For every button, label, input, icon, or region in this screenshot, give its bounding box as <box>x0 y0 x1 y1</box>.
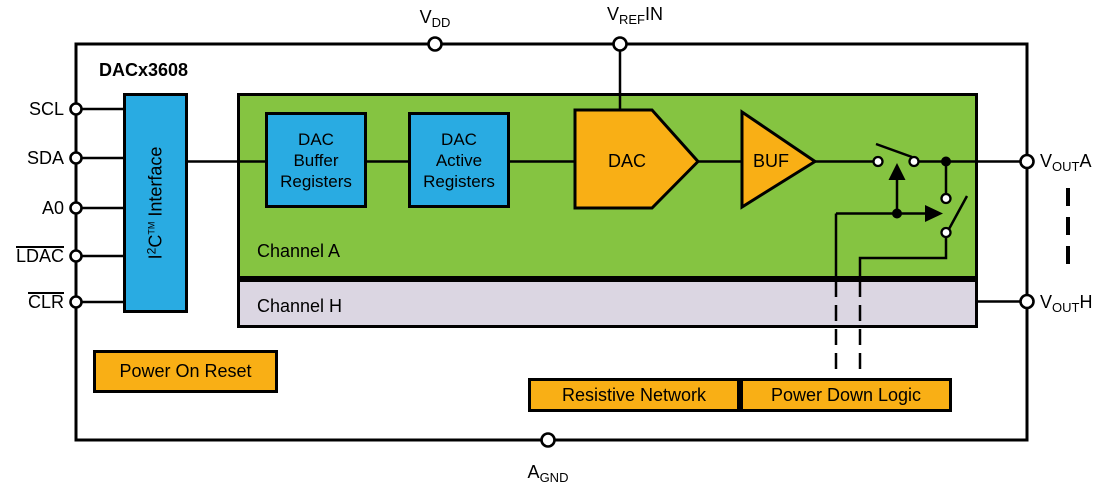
agnd-terminal-icon <box>540 432 556 448</box>
i2c-interface-label: I2CTM Interface <box>144 146 166 260</box>
pin-label-vouth: VOUTH <box>1040 292 1093 315</box>
dac-label: DAC <box>607 151 646 171</box>
dac-buffer-registers-block: DAC Buffer Registers <box>265 112 367 208</box>
scl-pin-icon <box>69 102 83 116</box>
power-down-logic-label: Power Down Logic <box>770 384 922 405</box>
pin-label-vrefin: VREFIN <box>606 4 663 27</box>
sda-pin-icon <box>69 151 83 165</box>
vouth-terminal-icon <box>1019 293 1035 310</box>
a0-pin-icon <box>69 201 83 215</box>
pin-label-agnd: AGND <box>527 462 569 485</box>
channel-h-label: Channel H <box>257 296 343 316</box>
pin-label-vdd: VDD <box>419 7 451 30</box>
channel-h-region <box>237 279 978 328</box>
chip-title: DACx3608 <box>99 60 189 80</box>
dac-buffer-registers-label: DAC Buffer Registers <box>280 129 352 191</box>
pin-label-sda: SDA <box>26 148 64 168</box>
dac-active-registers-label: DAC Active Registers <box>423 129 495 191</box>
dac-active-registers-block: DAC Active Registers <box>408 112 510 208</box>
vrefin-terminal-icon <box>612 36 628 52</box>
vdd-terminal-icon <box>427 36 443 52</box>
resistive-network-block: Resistive Network <box>528 378 740 412</box>
left-pin-wires <box>79 107 123 304</box>
ldac-pin-icon <box>69 249 83 263</box>
pin-label-a0: A0 <box>41 198 64 218</box>
pin-label-scl: SCL <box>28 99 64 119</box>
power-on-reset-block: Power On Reset <box>93 350 278 393</box>
i2c-interface-block: I2CTM Interface <box>123 93 188 313</box>
power-down-logic-block: Power Down Logic <box>740 378 952 412</box>
buf-label: BUF <box>753 151 789 171</box>
clr-pin-icon <box>69 295 83 309</box>
pin-label-clr: CLR <box>27 292 64 312</box>
resistive-network-label: Resistive Network <box>561 384 707 405</box>
power-on-reset-label: Power On Reset <box>119 361 252 381</box>
vouta-terminal-icon <box>1019 153 1035 170</box>
pin-label-ldac: LDAC <box>15 246 64 266</box>
pin-label-vouta: VOUTA <box>1040 151 1092 174</box>
channel-a-label: Channel A <box>257 241 341 261</box>
